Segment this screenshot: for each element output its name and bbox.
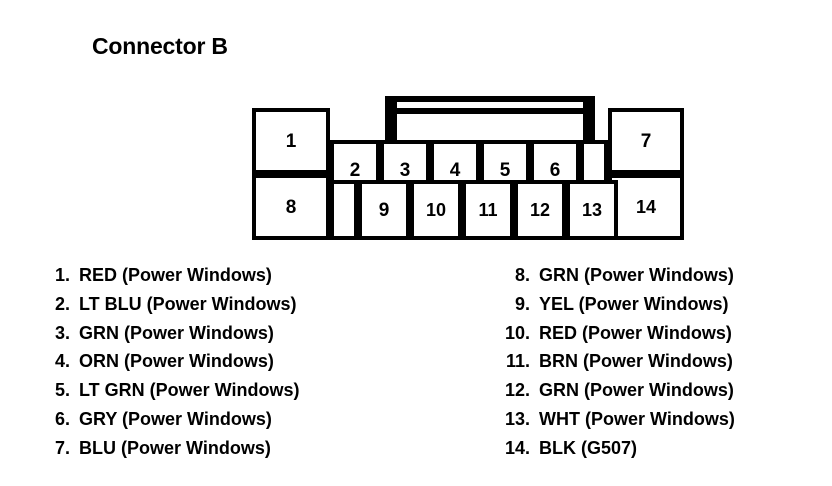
legend-item-label: BRN (Power Windows) [539, 351, 733, 372]
legend-item-label: RED (Power Windows) [539, 322, 732, 343]
legend-item-number: 2. [54, 293, 70, 314]
latch-left-post [385, 96, 397, 144]
legend-item-number: 7. [54, 437, 70, 458]
legend-item: 14. BLK (G507) [496, 438, 796, 467]
legend-item-label: LT GRN (Power Windows) [79, 380, 300, 401]
connector-spacer-left [330, 180, 358, 240]
legend-item: 7. BLU (Power Windows) [36, 438, 366, 467]
legend-item-number: 6. [54, 408, 70, 429]
legend-item: 10. RED (Power Windows) [496, 323, 796, 352]
legend-item-label: RED (Power Windows) [79, 265, 272, 285]
legend-item-label: GRN (Power Windows) [79, 322, 274, 343]
latch-right-post [583, 96, 595, 144]
legend-item: 1. RED (Power Windows) [36, 265, 366, 294]
legend-item: 8. GRN (Power Windows) [496, 265, 796, 294]
legend-item-number: 4. [54, 351, 70, 372]
legend-item-number: 11. [505, 351, 530, 372]
legend-item-number: 5. [54, 380, 70, 401]
connector-pin-12: 12 [514, 180, 566, 240]
legend-item: 4. ORN (Power Windows) [36, 351, 366, 380]
legend-item-number: 1. [54, 265, 70, 285]
latch-cross-bar [397, 108, 583, 114]
legend-item-label: GRN (Power Windows) [539, 265, 734, 285]
legend-item-label: BLU (Power Windows) [79, 437, 271, 458]
connector-pin-11: 11 [462, 180, 514, 240]
legend-item-label: ORN (Power Windows) [79, 351, 274, 372]
connector-pin-10: 10 [410, 180, 462, 240]
connector-pin-1: 1 [252, 108, 330, 174]
legend-item-number: 12. [504, 380, 530, 401]
legend-item: 6. GRY (Power Windows) [36, 409, 366, 438]
legend-item-number: 3. [54, 322, 70, 343]
legend-item-label: BLK (G507) [539, 437, 638, 458]
legend-item: 5. LT GRN (Power Windows) [36, 380, 366, 409]
connector-pin-9: 9 [358, 180, 410, 240]
page-title: Connector B [92, 33, 228, 59]
connector-pin-7: 7 [608, 108, 684, 174]
legend-item-label: LT BLU (Power Windows) [79, 293, 297, 314]
pin-legend-left-column: 1. RED (Power Windows) 2. LT BLU (Power Win… [36, 265, 366, 467]
legend-item-label: GRY (Power Windows) [79, 408, 272, 429]
legend-item: 2. LT BLU (Power Windows) [36, 294, 366, 323]
pin-legend-right-column: 8. GRN (Power Windows) 9. YEL (Power Window… [496, 265, 796, 467]
legend-item-number: 13. [504, 408, 530, 429]
legend-item-number: 10. [504, 322, 530, 343]
legend-item-label: GRN (Power Windows) [539, 380, 734, 401]
connector-pin-13: 13 [566, 180, 618, 240]
legend-item-number: 14. [504, 437, 530, 458]
legend-item: 9. YEL (Power Windows) [496, 294, 796, 323]
legend-item-label: WHT (Power Windows) [539, 408, 735, 429]
legend-item: 12. GRN (Power Windows) [496, 380, 796, 409]
legend-item-label: YEL (Power Windows) [539, 293, 729, 314]
latch-top-bar [385, 96, 595, 102]
legend-item-number: 9. [514, 293, 530, 314]
legend-item-number: 8. [514, 265, 530, 285]
legend-item: 13. WHT (Power Windows) [496, 409, 796, 438]
legend-item: 11. BRN (Power Windows) [496, 351, 796, 380]
connector-pin-14: 14 [608, 174, 684, 240]
legend-item: 3. GRN (Power Windows) [36, 323, 366, 352]
connector-pin-8: 8 [252, 174, 330, 240]
